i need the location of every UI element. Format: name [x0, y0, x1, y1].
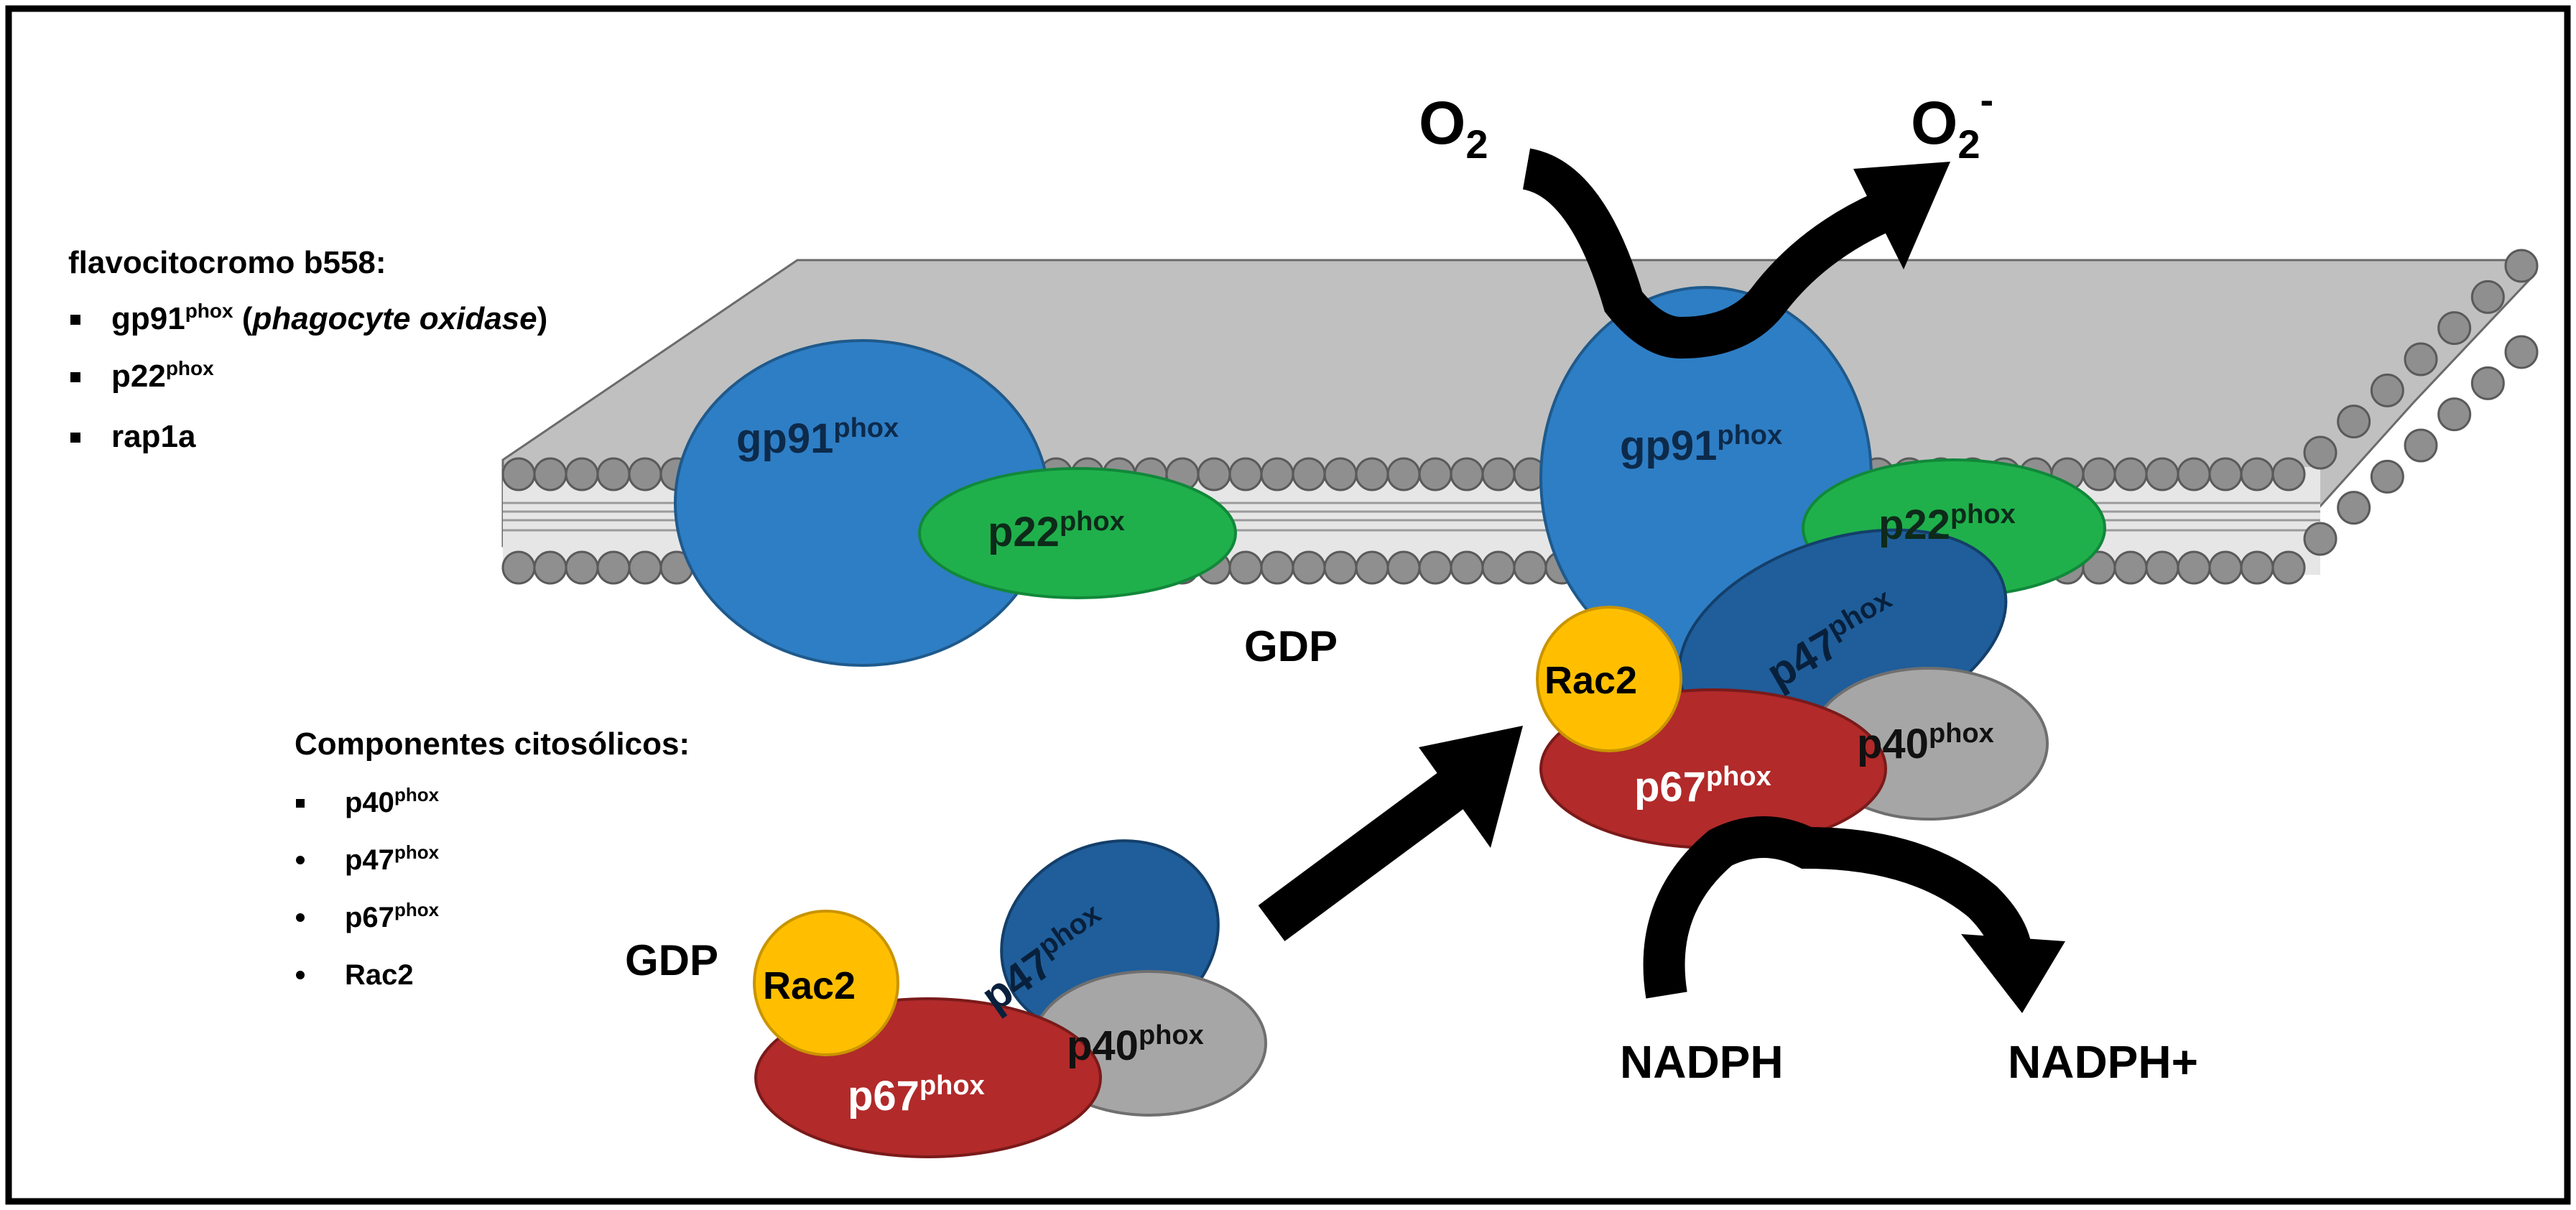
bullet-square-icon — [70, 315, 80, 325]
lipid-head — [2504, 335, 2539, 369]
legend-cytosolic: Componentes citosólicos: p40phox p47phox… — [295, 726, 690, 991]
lipid-head — [2370, 459, 2404, 494]
gdp-label-top: GDP — [1244, 622, 1338, 670]
lipid-head — [1450, 457, 1484, 491]
lipid-head — [1292, 550, 1326, 585]
lipid-head — [628, 457, 662, 491]
legend-membrane-item-gp91: gp91phox (phagocyte oxidase) — [111, 300, 547, 336]
lipid-head — [2145, 457, 2179, 491]
lipid-head — [2271, 550, 2306, 585]
lipid-head — [1323, 550, 1358, 585]
lipid-head — [2470, 366, 2505, 400]
lipid-head — [1418, 550, 1453, 585]
translocation-arrow-icon — [1258, 726, 1523, 941]
p22-right-label: p22phox — [1878, 499, 2016, 548]
legend-cytosolic-title: Componentes citosólicos: — [295, 726, 690, 762]
bullet-dot-icon — [296, 856, 305, 864]
legend-membrane-item-p22: p22phox — [111, 357, 214, 394]
bullet-square-icon — [70, 372, 80, 382]
lipid-head — [2470, 280, 2505, 314]
lipid-head — [2208, 550, 2243, 585]
p67-right-label: p67phox — [1634, 762, 1771, 810]
lipid-head — [1355, 550, 1389, 585]
lipid-head — [1450, 550, 1484, 585]
lipid-head — [2404, 342, 2438, 377]
lipid-head — [501, 550, 536, 585]
lipid-head — [1260, 550, 1294, 585]
lipid-head — [2303, 435, 2338, 470]
lipid-head — [2240, 550, 2274, 585]
lipid-head — [565, 550, 599, 585]
lipid-head — [1197, 457, 1231, 491]
p22-left — [918, 467, 1237, 599]
lipid-head — [2082, 457, 2116, 491]
lipid-head — [501, 457, 536, 491]
legend-cytosolic-item-p67: p67phox — [345, 899, 440, 933]
lipid-head — [596, 550, 631, 585]
lipid-head — [1292, 457, 1326, 491]
lipid-head — [2504, 249, 2539, 283]
superoxide-arrow-icon — [1521, 148, 1950, 359]
lipid-head — [565, 457, 599, 491]
p22-left-label: p22phox — [988, 507, 1125, 555]
p40-right-label: p40phox — [1857, 719, 1994, 767]
lipid-head — [2177, 457, 2211, 491]
lipid-head — [1228, 550, 1263, 585]
lipid-head — [2271, 457, 2306, 491]
outer-frame — [5, 5, 2571, 1205]
lipid-head — [2113, 550, 2148, 585]
rac2-bottom — [753, 910, 899, 1056]
bullet-square-icon — [296, 799, 305, 808]
lipid-head — [2337, 491, 2371, 525]
lipid-head — [2404, 428, 2438, 463]
gp91-left-label: gp91phox — [736, 413, 899, 462]
lipid-head — [2240, 457, 2274, 491]
lipid-head — [1228, 457, 1263, 491]
lipid-head — [2437, 311, 2472, 346]
lipid-head — [2113, 457, 2148, 491]
bullet-dot-icon — [296, 971, 305, 979]
lipid-head — [2437, 397, 2472, 432]
rac2-right — [1536, 606, 1682, 752]
lipid-head — [2337, 405, 2371, 439]
nadph-plus-label: NADPH+ — [2008, 1036, 2198, 1088]
lipid-head — [628, 550, 662, 585]
legend-membrane-title: flavocitocromo b558: — [68, 245, 386, 280]
lipid-head — [2145, 550, 2179, 585]
lipid-head — [1513, 550, 1547, 585]
lipid-head — [533, 550, 567, 585]
legend-cytosolic-item-p40: p40phox — [345, 784, 440, 818]
legend-membrane: flavocitocromo b558: gp91phox (phagocyte… — [68, 245, 547, 454]
lipid-head — [533, 457, 567, 491]
lipid-head — [596, 457, 631, 491]
lipid-head — [2370, 373, 2404, 407]
o2-minus-label: O2- — [1911, 77, 1993, 167]
nadph-label: NADPH — [1620, 1036, 1784, 1088]
lipid-head — [1418, 457, 1453, 491]
nadph-arrow-icon — [1643, 816, 2065, 1013]
gp91-right-label: gp91phox — [1620, 420, 1782, 469]
lipid-head — [1323, 457, 1358, 491]
lipid-head — [2303, 522, 2338, 556]
bullet-dot-icon — [296, 913, 305, 922]
lipid-head — [1386, 457, 1421, 491]
lipid-head — [2177, 550, 2211, 585]
lipid-head — [2208, 457, 2243, 491]
lipid-head — [1481, 550, 1516, 585]
o2-label: O2 — [1419, 89, 1488, 167]
lipid-head — [1386, 550, 1421, 585]
p40-bottom-label: p40phox — [1067, 1020, 1204, 1069]
p67-bottom-label: p67phox — [848, 1071, 985, 1119]
gdp-label-bottom: GDP — [625, 936, 718, 984]
lipid-head — [1260, 457, 1294, 491]
legend-cytosolic-item-rac2: Rac2 — [345, 959, 414, 991]
rac2-right-label: Rac2 — [1544, 659, 1637, 702]
legend-membrane-item-rap1a: rap1a — [111, 419, 196, 454]
lipid-head — [1481, 457, 1516, 491]
lipid-head — [1355, 457, 1389, 491]
rac2-bottom-label: Rac2 — [763, 964, 856, 1007]
legend-cytosolic-item-p47: p47phox — [345, 841, 440, 876]
bullet-square-icon — [70, 433, 80, 443]
